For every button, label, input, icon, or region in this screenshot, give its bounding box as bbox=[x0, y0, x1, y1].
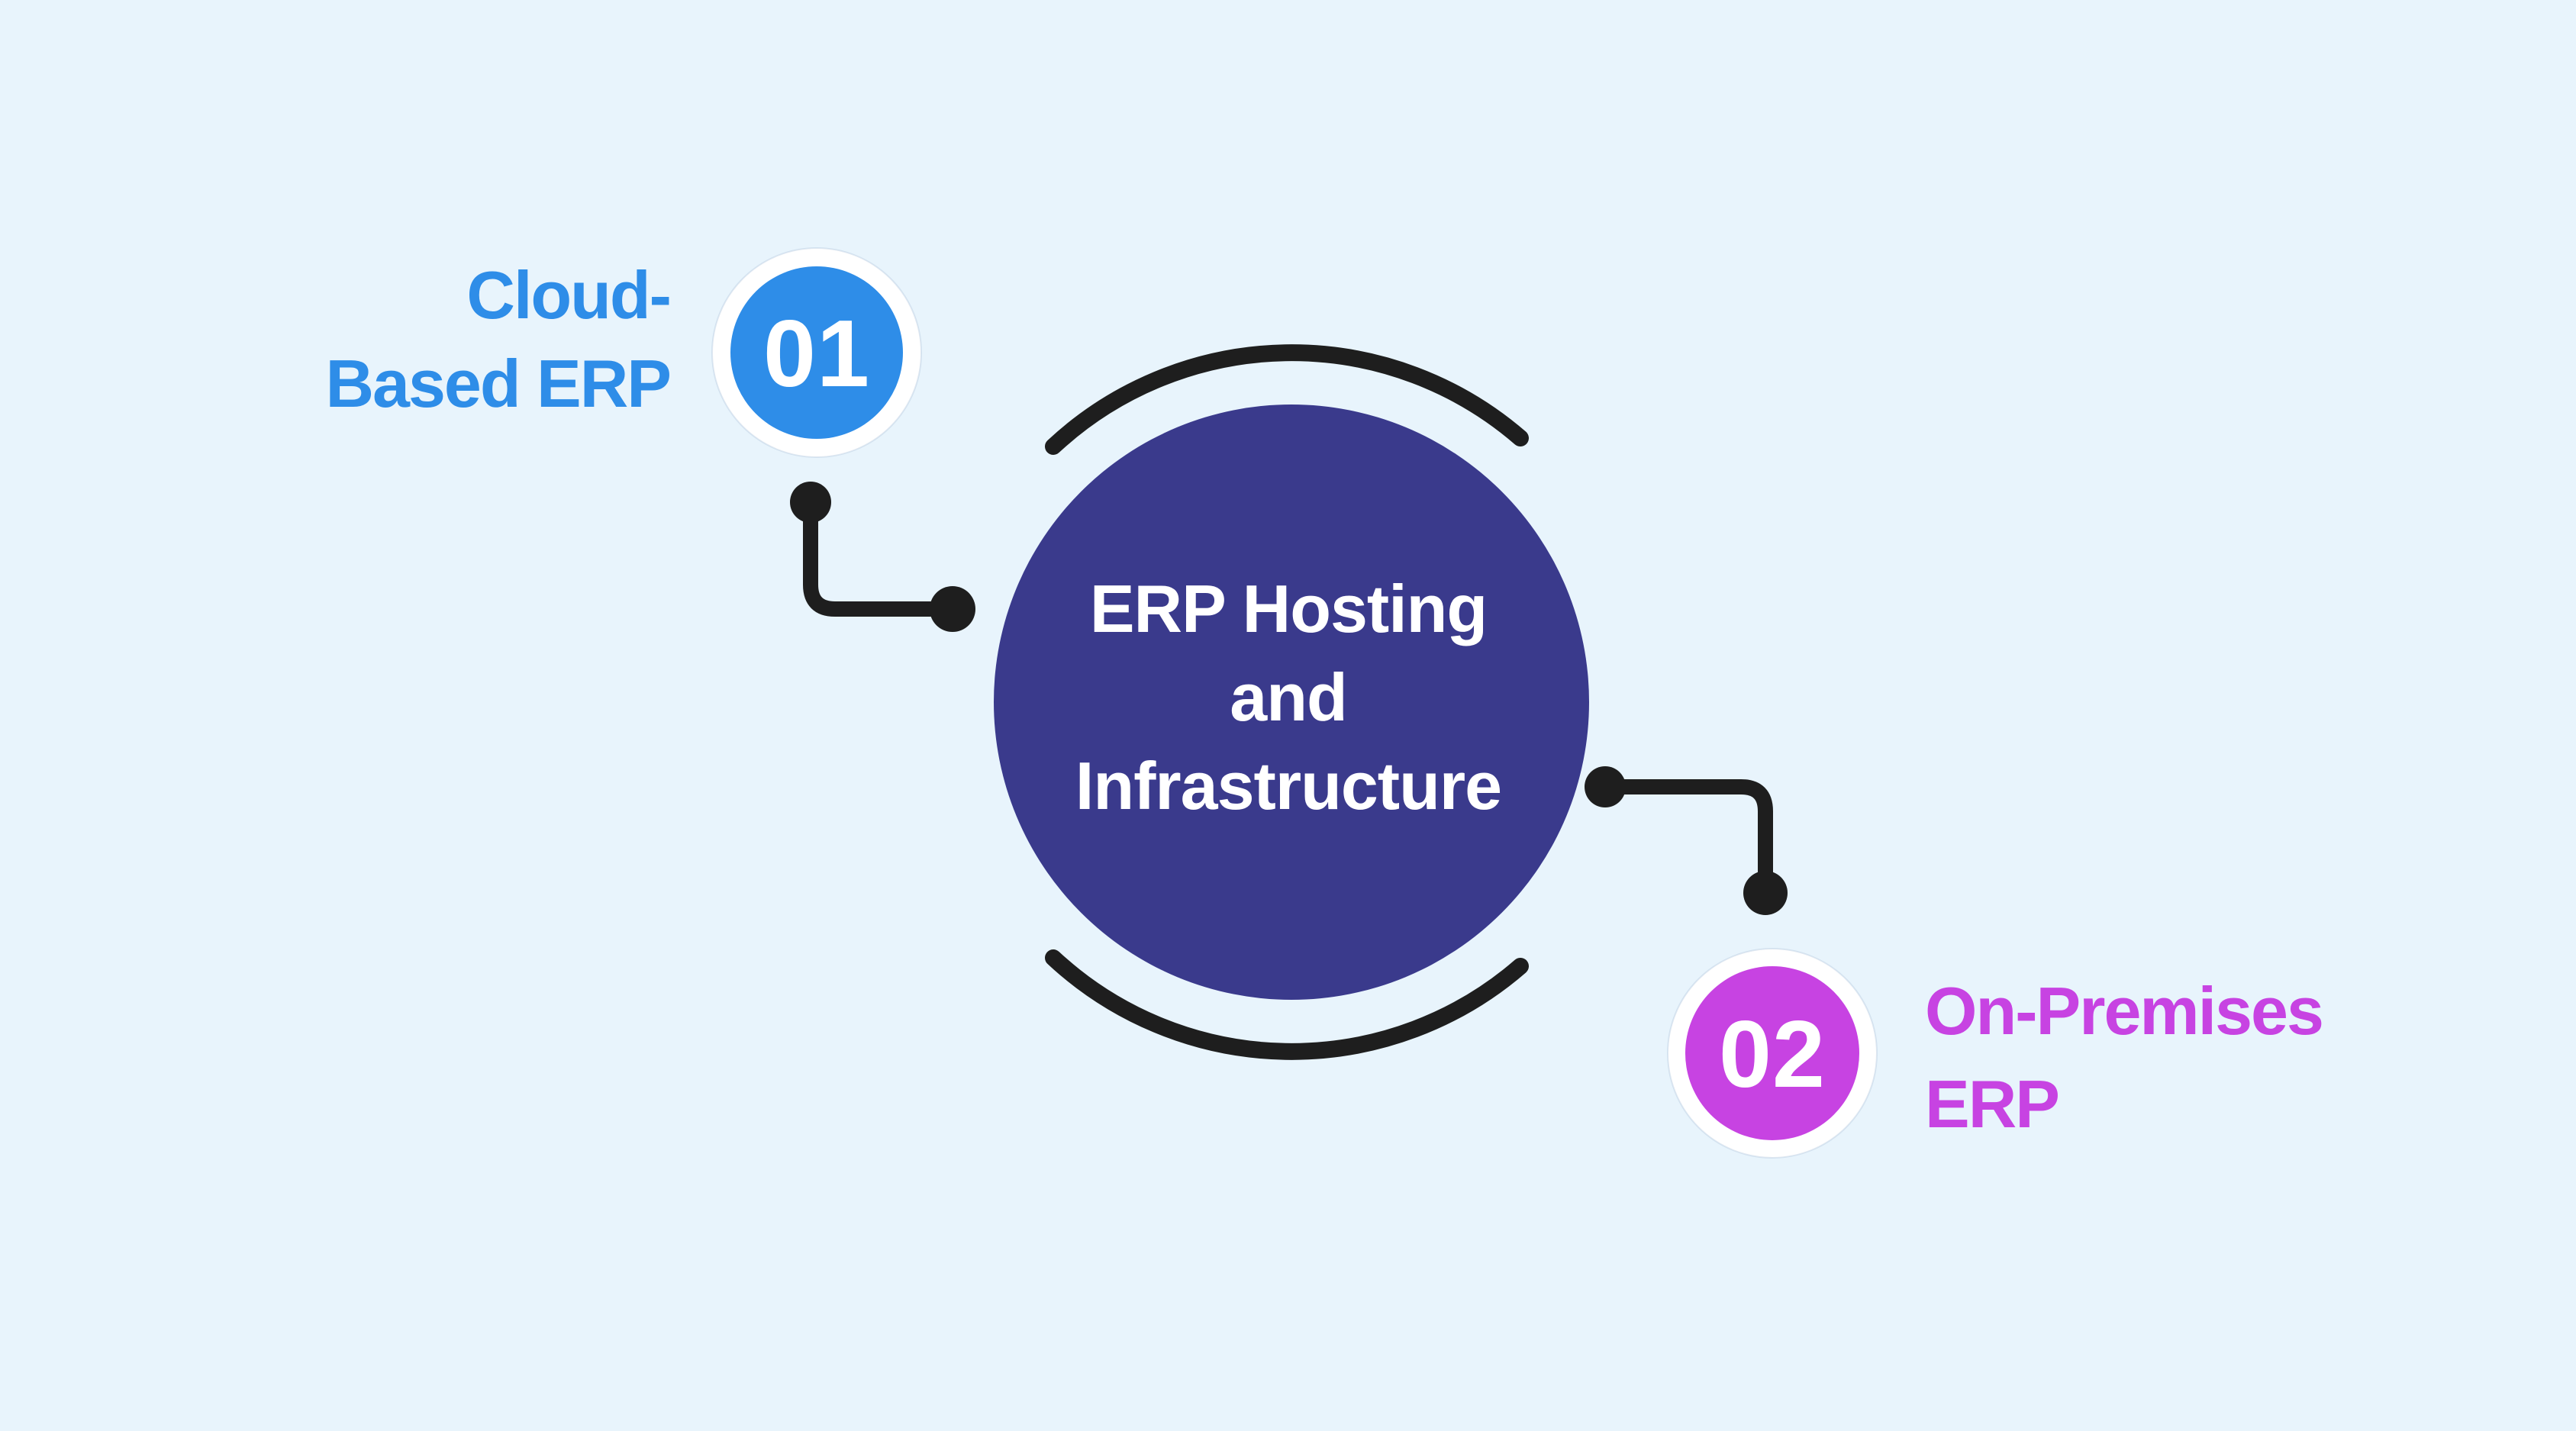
top-arc bbox=[1045, 344, 1529, 455]
connector-01-line bbox=[803, 495, 953, 617]
label-02-line-2: ERP bbox=[1925, 1066, 2059, 1142]
badge-02-number: 02 bbox=[1719, 1002, 1826, 1107]
center-title-line-2: and bbox=[1230, 659, 1346, 735]
center-circle bbox=[994, 404, 1589, 1000]
connector-01-end-dot bbox=[930, 586, 975, 632]
label-01-line-2: Based ERP bbox=[325, 346, 670, 421]
label-02-line-1: On-Premises bbox=[1925, 973, 2323, 1049]
badge-01-number: 01 bbox=[763, 301, 870, 407]
connector-02-line bbox=[1598, 779, 1773, 893]
connector-01-start-dot bbox=[790, 482, 831, 523]
badge-01-circle bbox=[730, 266, 903, 439]
connector-02-start-dot bbox=[1585, 766, 1626, 807]
bottom-arc bbox=[1045, 949, 1529, 1060]
badge-02-circle bbox=[1685, 966, 1859, 1140]
center-title-line-1: ERP Hosting bbox=[1090, 571, 1487, 646]
center-title-line-3: Infrastructure bbox=[1075, 748, 1501, 823]
label-01-line-1: Cloud- bbox=[466, 257, 670, 333]
connector-02-end-dot bbox=[1743, 871, 1788, 915]
